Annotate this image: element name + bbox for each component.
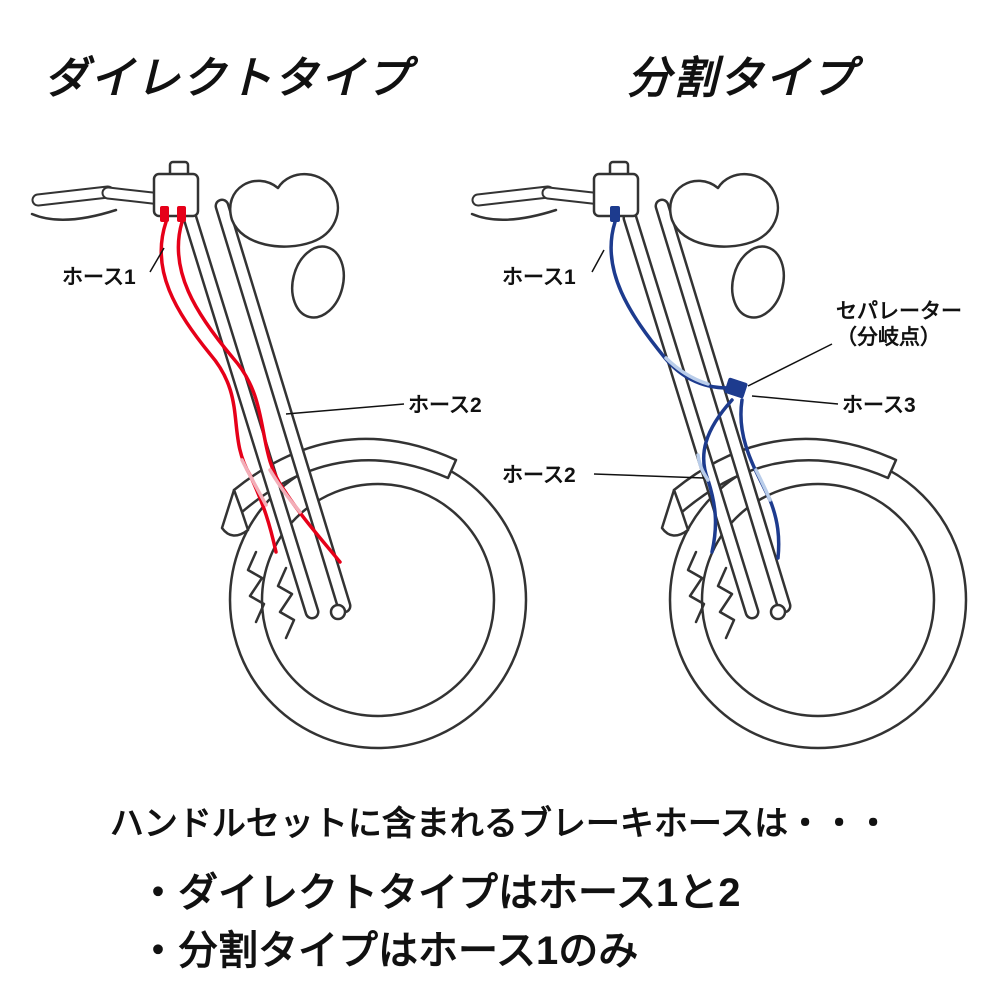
direct-hose2-leader-line xyxy=(285,403,405,415)
split-hose2-label: ホース2 xyxy=(502,464,576,487)
direct-hose1-leader-line xyxy=(149,247,165,273)
footer-intro-text: ハンドルセットに含まれるブレーキホースは・・・ xyxy=(109,805,891,843)
direct-hose-faded-segment-1 xyxy=(240,458,268,507)
split-hose-faded-segment-2 xyxy=(696,453,710,482)
direct-hose2-label: ホース2 xyxy=(408,394,482,417)
direct-hose1-label: ホース1 xyxy=(62,266,136,289)
split-hose3-leader-line xyxy=(751,395,839,405)
direct-hose-faded-segment-2 xyxy=(268,468,302,514)
split-bike-line-art xyxy=(472,162,966,748)
split-hose3-label: ホース3 xyxy=(842,394,916,417)
separator-leader-line xyxy=(747,343,833,387)
direct-bike-line-art xyxy=(32,162,526,748)
split-hoses xyxy=(609,206,781,560)
separator-label-line2: （分岐点） xyxy=(836,325,941,349)
direct-hose-fitting-1 xyxy=(160,206,169,222)
direct-hoses xyxy=(159,206,342,564)
footer-bullet-direct: ・ダイレクトタイプはホース1と2 xyxy=(138,871,741,915)
split-type-title: 分割タイプ xyxy=(627,54,857,103)
direct-hose-fitting-2 xyxy=(177,206,186,222)
split-type-diagram: ホース1 セパレーター （分岐点） ホース3 ホース2 xyxy=(472,162,966,748)
split-hose1-leader-line xyxy=(591,249,605,273)
split-hose-faded-segment-1 xyxy=(664,356,710,386)
footer-bullet-split: ・分割タイプはホース1のみ xyxy=(138,929,639,973)
split-hose-fitting xyxy=(610,206,620,222)
split-hose-faded-segment-3 xyxy=(754,468,772,502)
direct-type-diagram: ホース1 ホース2 xyxy=(32,162,526,748)
separator-junction xyxy=(724,377,748,399)
direct-type-title: ダイレクトタイプ xyxy=(44,54,412,103)
direct-hose-2-line xyxy=(176,220,342,564)
separator-label-line1: セパレーター xyxy=(836,300,962,323)
split-hose2-leader-line xyxy=(593,473,705,479)
split-hose1-label: ホース1 xyxy=(502,266,576,289)
direct-hose-1-line xyxy=(159,220,278,554)
split-hose-1-line xyxy=(609,220,730,390)
